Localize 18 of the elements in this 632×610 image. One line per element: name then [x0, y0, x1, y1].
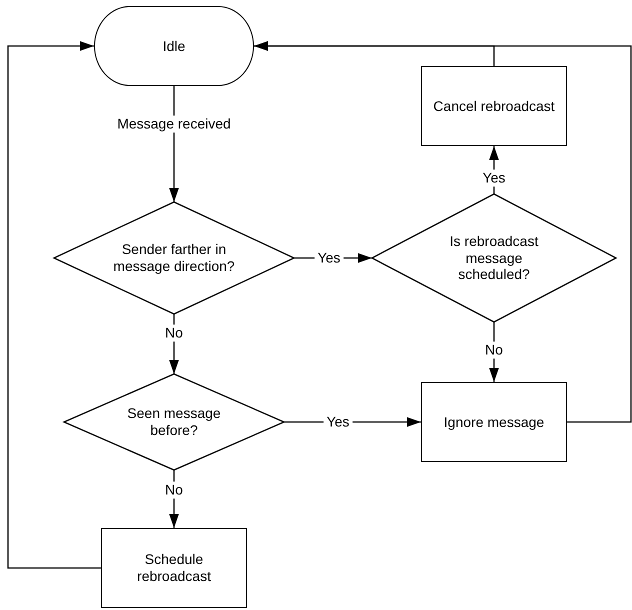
- node-label: Seen message before?: [126, 405, 222, 439]
- node-label: Is rebroadcast message scheduled?: [448, 232, 540, 284]
- node-label: Idle: [162, 38, 186, 54]
- decision-diamond: [372, 194, 616, 322]
- decision-diamond: [54, 202, 294, 314]
- process-box: [101, 528, 247, 608]
- process-box: [421, 66, 567, 146]
- arrow: [254, 41, 632, 423]
- decision-diamond: [64, 374, 284, 470]
- node-label: Sender farther in message direction?: [112, 241, 236, 275]
- arrow: [7, 41, 101, 569]
- arrow: [169, 314, 179, 374]
- arrow: [169, 470, 179, 528]
- process-box: [421, 382, 567, 462]
- node-label: Ignore message: [444, 414, 544, 430]
- node-label: Cancel rebroadcast: [433, 98, 555, 114]
- arrow: [489, 322, 499, 382]
- node-label: Schedule rebroadcast: [136, 551, 212, 585]
